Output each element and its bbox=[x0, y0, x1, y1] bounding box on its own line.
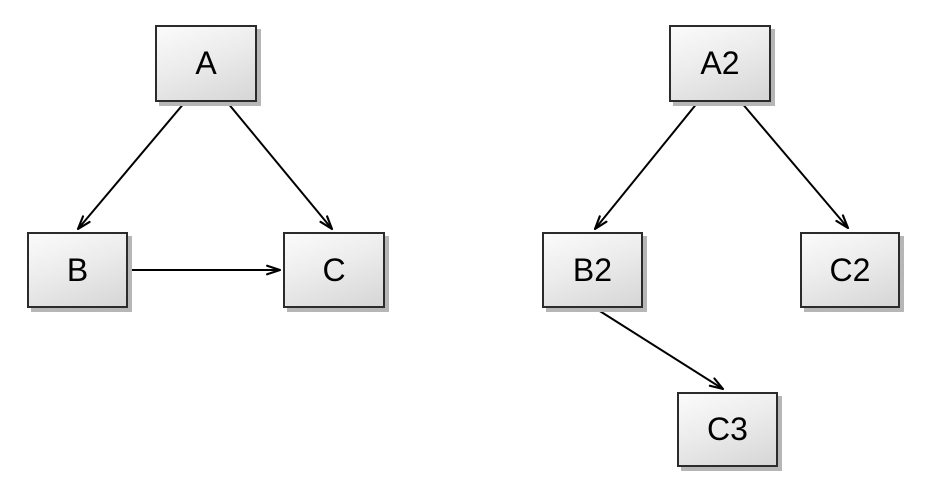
edge-A-to-C bbox=[226, 101, 334, 231]
edge-A2-to-C2 bbox=[740, 101, 850, 230]
node-C2[interactable]: C2 bbox=[800, 232, 900, 308]
node-B[interactable]: B bbox=[27, 232, 128, 308]
node-C2-label: C2 bbox=[829, 251, 871, 288]
edge-B2-to-C3 bbox=[594, 307, 725, 391]
node-A[interactable]: A bbox=[155, 25, 257, 102]
node-C[interactable]: C bbox=[283, 232, 385, 308]
node-A2[interactable]: A2 bbox=[669, 25, 771, 102]
node-C3-label: C3 bbox=[707, 411, 748, 447]
node-C-label: C bbox=[322, 251, 346, 288]
edge-A-to-B bbox=[76, 101, 186, 231]
node-B-label: B bbox=[66, 251, 89, 288]
node-C3[interactable]: C3 bbox=[677, 392, 778, 467]
node-B2-label: B2 bbox=[572, 251, 613, 288]
node-A2-label: A2 bbox=[700, 45, 740, 81]
node-B2[interactable]: B2 bbox=[542, 232, 643, 308]
node-A-label: A bbox=[195, 45, 217, 81]
edge-A2-to-B2 bbox=[593, 101, 699, 231]
